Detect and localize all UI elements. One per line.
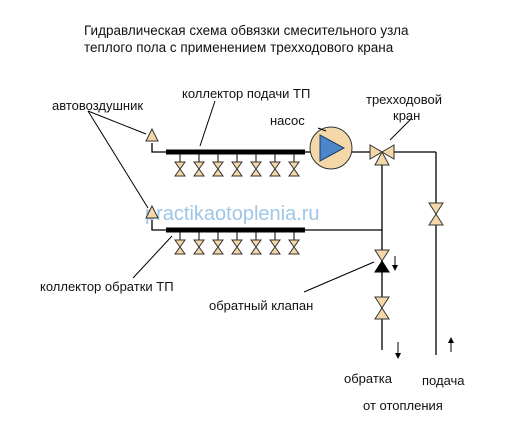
flow-arrow-icon xyxy=(392,256,398,271)
label-pump: насос xyxy=(270,113,305,128)
label-three-way-line1: трехходовой xyxy=(366,92,442,107)
branch-valve-icon xyxy=(269,232,281,255)
branch-valve-icon xyxy=(288,232,300,255)
air-vent-icon xyxy=(145,204,159,219)
label-return-pipe: обратка xyxy=(344,371,393,386)
branch-valve-icon xyxy=(288,154,300,177)
branch-valve-icon xyxy=(250,232,262,255)
supply-manifold xyxy=(166,149,305,177)
branch-valve-icon xyxy=(174,154,186,177)
supply-shutoff-valve-icon xyxy=(428,202,444,226)
label-supply-manifold: коллектор подачи ТП xyxy=(182,86,310,101)
branch-valve-icon xyxy=(193,154,205,177)
label-three-way-line2: кран xyxy=(393,108,420,123)
check-valve-icon xyxy=(374,249,390,273)
label-supply-pipe: подача xyxy=(422,373,465,388)
supply-branches xyxy=(174,154,300,177)
branch-valve-icon xyxy=(212,232,224,255)
flow-arrow-icon xyxy=(448,337,454,352)
pump-icon xyxy=(309,126,353,170)
branch-valve-icon xyxy=(174,232,186,255)
label-return-manifold: коллектор обратки ТП xyxy=(40,279,174,294)
flow-arrow-icon xyxy=(395,342,401,359)
return-branches xyxy=(174,232,300,255)
return-manifold xyxy=(166,227,305,255)
three-way-valve-icon xyxy=(369,144,395,166)
air-vent-icon xyxy=(145,127,159,142)
branch-valve-icon xyxy=(212,154,224,177)
diagram-title-line2: теплого пола с применением трехходового … xyxy=(84,40,394,55)
branch-valve-icon xyxy=(250,154,262,177)
leader-lines xyxy=(87,100,412,293)
branch-valve-icon xyxy=(193,232,205,255)
label-air-vent: автовоздушник xyxy=(52,98,143,113)
branch-valve-icon xyxy=(231,232,243,255)
diagram-title-line1: Гидравлическая схема обвязки смесительно… xyxy=(84,23,409,38)
label-from-heating: от отопления xyxy=(363,398,443,413)
return-shutoff-valve-icon xyxy=(374,296,390,320)
label-check-valve: обратный клапан xyxy=(209,298,313,313)
branch-valve-icon xyxy=(269,154,281,177)
branch-valve-icon xyxy=(231,154,243,177)
watermark: practikaotoplenia.ru xyxy=(145,203,320,225)
